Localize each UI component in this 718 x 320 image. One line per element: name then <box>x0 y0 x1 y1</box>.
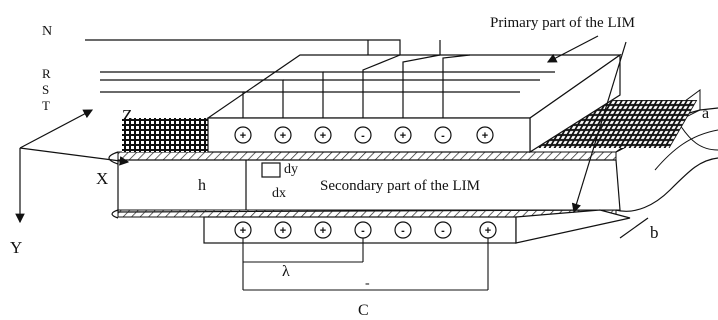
upper-conductors: + + + - + - + <box>234 126 494 144</box>
upper-conductor-1: + <box>234 126 252 144</box>
c-label: C <box>358 302 369 319</box>
upper-conductor-6: - <box>434 126 452 144</box>
lower-conductor-4: - <box>354 221 372 239</box>
lambda-label: λ <box>282 263 290 280</box>
phase-r-label: R <box>42 66 51 81</box>
lower-conductor-2: + <box>274 221 292 239</box>
conductor-sign: + <box>320 225 326 237</box>
secondary-label: Secondary part of the LIM <box>320 178 480 194</box>
conductor-sign: + <box>400 130 406 142</box>
dy-label: dy <box>284 162 298 177</box>
conductor-sign: + <box>240 225 246 237</box>
phase-s-label: S <box>42 82 49 97</box>
conductor-sign: + <box>280 130 286 142</box>
lower-conductor-3: + <box>314 221 332 239</box>
c-dim-mark: - <box>365 276 370 291</box>
conductor-sign: - <box>441 225 445 237</box>
upper-conductor-4: - <box>354 126 372 144</box>
h-label: h <box>198 177 206 194</box>
axis-y-label: Y <box>10 238 22 257</box>
winding-lines <box>85 39 555 118</box>
b-label: b <box>650 223 659 242</box>
upper-conductor-2: + <box>274 126 292 144</box>
phase-t-label: T <box>42 98 50 113</box>
conductor-sign: - <box>441 130 445 142</box>
conductor-sign: + <box>482 130 488 142</box>
lower-conductor-6: - <box>434 221 452 239</box>
dx-label: dx <box>272 186 286 201</box>
annotation-arrows <box>546 35 649 239</box>
left-grid-block <box>122 118 208 152</box>
lower-conductors: + + + - - - + <box>234 221 497 239</box>
conductor-sign: + <box>320 130 326 142</box>
conductor-sign: + <box>280 225 286 237</box>
conductor-sign: + <box>485 225 491 237</box>
coordinate-axes <box>15 109 130 224</box>
lower-conductor-5: - <box>394 221 412 239</box>
upper-conductor-3: + <box>314 126 332 144</box>
upper-conductor-5: + <box>394 126 412 144</box>
upper-primary-block <box>206 53 622 154</box>
secondary-plate <box>108 89 718 219</box>
conductor-sign: - <box>401 225 405 237</box>
conductor-sign: + <box>240 130 246 142</box>
lower-conductor-7: + <box>479 221 497 239</box>
lower-conductor-1: + <box>234 221 252 239</box>
dimension-lines <box>242 238 489 291</box>
phase-n-label: N <box>42 24 52 39</box>
dxdy-element <box>261 162 281 178</box>
conductor-sign: - <box>361 130 365 142</box>
a-label: a <box>702 105 709 122</box>
axis-z-label: Z <box>122 106 132 125</box>
conductor-sign: - <box>361 225 365 237</box>
axis-x-label: X <box>96 169 108 188</box>
upper-conductor-7: + <box>476 126 494 144</box>
primary-label: Primary part of the LIM <box>490 15 635 31</box>
